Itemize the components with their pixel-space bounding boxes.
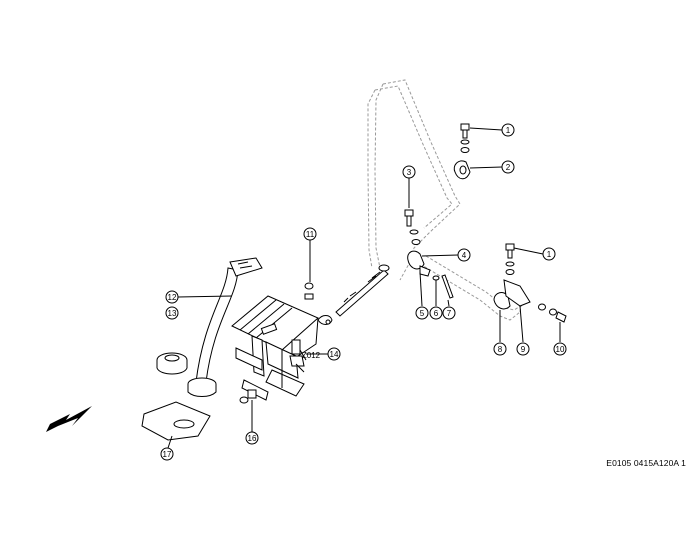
callout-label: 2 bbox=[506, 163, 511, 172]
callout-circle: 14 bbox=[327, 347, 341, 361]
direction-arrow bbox=[46, 406, 92, 432]
callout-circle: 13 bbox=[165, 306, 179, 320]
callout-label: 14 bbox=[330, 350, 339, 359]
callout-label: 3 bbox=[407, 168, 412, 177]
callout-circle: 1 bbox=[542, 247, 556, 261]
callout-circle: 17 bbox=[160, 447, 174, 461]
callout-label: 16 bbox=[248, 434, 257, 443]
callout-label: 7 bbox=[447, 309, 452, 318]
callout-circle: 12 bbox=[165, 290, 179, 304]
pedal-bracket bbox=[231, 295, 319, 401]
callout-label: 13 bbox=[168, 309, 177, 318]
callout-circle: 6 bbox=[429, 306, 443, 320]
callout-label: 6 bbox=[434, 309, 439, 318]
linkage-rod bbox=[335, 264, 390, 317]
rubber-stop bbox=[156, 352, 188, 375]
callout-label: 12 bbox=[168, 293, 177, 302]
callout-circle: 7 bbox=[442, 306, 456, 320]
callout-label: 4 bbox=[462, 251, 467, 260]
callout-circle: 1 bbox=[501, 123, 515, 137]
callout-circle: 8 bbox=[493, 342, 507, 356]
callout-circle: 11 bbox=[303, 227, 317, 241]
callout-label: 17 bbox=[163, 450, 172, 459]
callout-circle: 3 bbox=[402, 165, 416, 179]
right-hardware bbox=[404, 123, 567, 323]
callouts: 1 2 3 4 5 6 7 1 bbox=[160, 123, 567, 461]
callout-label: 9 bbox=[521, 345, 526, 354]
callout-label: 8 bbox=[498, 345, 503, 354]
callout-label: 5 bbox=[420, 309, 425, 318]
callout-circle: 10 bbox=[553, 342, 567, 356]
leader-lines bbox=[167, 127, 561, 449]
callout-label: 11 bbox=[306, 230, 315, 239]
callout-circle: 4 bbox=[457, 248, 471, 262]
drawing-code: E0105 0415A120A 1 bbox=[606, 458, 686, 468]
callout-label: 1 bbox=[547, 250, 552, 259]
callout-circle: 5 bbox=[415, 306, 429, 320]
callout-label: 10 bbox=[556, 345, 565, 354]
inline-part-label: Z012 bbox=[302, 351, 321, 360]
floor-boot bbox=[141, 401, 211, 441]
bracket-hardware bbox=[239, 282, 333, 404]
callout-circle: 9 bbox=[516, 342, 530, 356]
callout-circle: 2 bbox=[501, 160, 515, 174]
callout-label: 1 bbox=[506, 126, 511, 135]
callout-circle: 16 bbox=[245, 431, 259, 445]
